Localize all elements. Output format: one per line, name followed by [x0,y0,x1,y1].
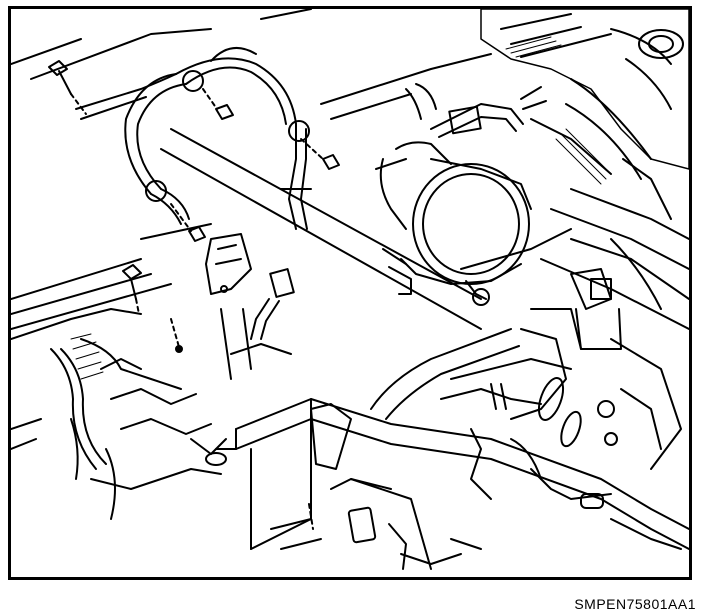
throttle-body-icon [375,83,547,306]
electrical-connector-icon [170,233,295,353]
bolt-icon [48,60,340,315]
engine-block-icon [460,9,689,330]
bolt-c [300,138,340,170]
hatch-lines-left [70,333,104,380]
fender-panel [11,308,237,520]
bolt-a [48,60,87,115]
hose [370,328,520,420]
background-lines [11,9,492,330]
illustration-frame [8,6,692,580]
engine-components [440,268,682,509]
hatch-lines [505,36,612,185]
wiring-harness-icon [75,46,312,230]
engine-harness-illustration [11,9,689,570]
bolt-d [170,203,206,242]
bolt-e [122,264,142,315]
bolt-b [202,88,234,120]
bottom-lines [220,308,682,565]
figure-caption: SMPEN75801AA1 [574,596,696,612]
